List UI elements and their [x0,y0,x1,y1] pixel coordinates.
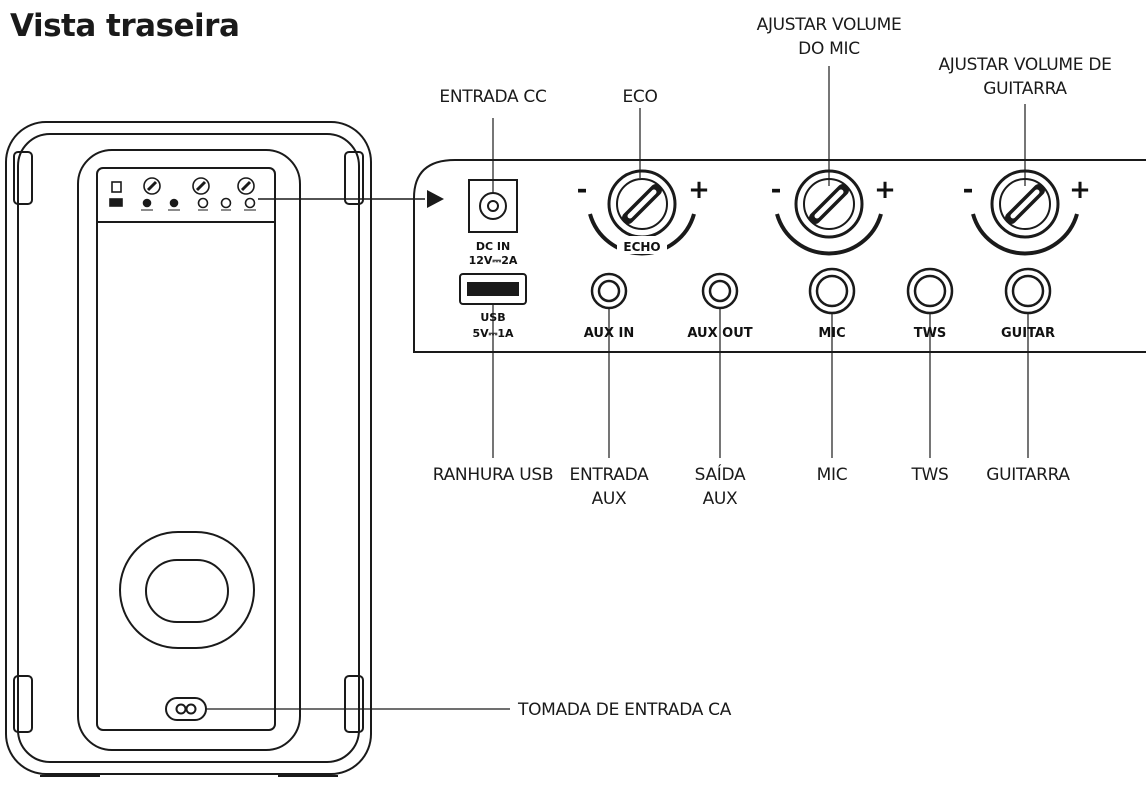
callout-guitar-volume-line2: GUITARRA [983,79,1067,99]
callout-echo: ECO [622,87,658,107]
mini-jack-icon [142,198,152,208]
callout-guitar: GUITARRA [986,465,1070,485]
speaker-side-foot [344,151,364,205]
callout-ac-socket: TOMADA DE ENTRADA CA [518,700,732,720]
mini-dc-jack-icon [111,181,122,193]
aux-out-jack-icon [701,272,739,310]
leader-lines [492,66,1029,458]
mini-jack-icon [220,197,232,209]
speaker-handle-grip [145,559,229,623]
echo-label-backdrop [617,236,667,254]
speaker-side-foot [344,675,364,733]
callout-tws: TWS [911,465,949,485]
callout-mic-volume-line1: AJUSTAR VOLUME [756,15,902,35]
mini-knob-icon [237,177,255,195]
speaker-rear-inner-panel [96,167,276,731]
callout-mic-volume-line2: DO MIC [798,39,860,59]
callout-guitar-volume-line1: AJUSTAR VOLUME DE [938,55,1112,75]
echo-plus-sign: + [688,175,710,205]
zoomed-control-panel [413,159,1146,353]
panel-dc-in-label: DC IN [476,240,510,253]
callout-usb-slot: RANHURA USB [432,465,554,485]
aux-in-jack-icon [590,272,628,310]
panel-echo-label: ECHO [623,240,660,254]
mini-jack-icon [169,198,179,208]
speaker-outer-shell [5,121,372,775]
usb-port-icon [459,273,527,305]
mini-knob-icon [143,177,161,195]
callout-aux-out-line1: SAÍDA [694,465,746,485]
speaker-handle [119,531,255,649]
callout-aux-out-line2: AUX [702,489,738,509]
echo-minus-sign: - [577,175,588,205]
guitar-volume-minus-sign: - [963,175,974,205]
mic-jack-icon [808,267,856,315]
guitar-volume-plus-sign: + [1069,175,1091,205]
page-title: Vista traseira [10,8,240,44]
panel-dc-in-rating: 12V⎓2A [469,254,518,267]
mini-control-strip [109,177,256,211]
callout-aux-in-line2: AUX [591,489,627,509]
speaker-side-foot [13,151,33,205]
mini-jack-icon [244,197,256,209]
arrow-icon [427,190,444,208]
mini-jack-icon [197,197,209,209]
speaker-rear-panel [77,149,301,751]
ac-socket-icon [165,697,207,721]
guitar-jack-icon [1004,267,1052,315]
tws-jack-icon [906,267,954,315]
callout-dc-in: ENTRADA CC [439,87,547,107]
mini-knob-icon [192,177,210,195]
callout-mic: MIC [816,465,848,485]
mic-volume-minus-sign: - [771,175,782,205]
speaker-side-foot [13,675,33,733]
speaker-inner-shell [17,133,360,763]
mini-usb-port-icon [109,198,123,207]
speaker-rear-body [5,121,372,777]
mic-volume-plus-sign: + [874,175,896,205]
callout-aux-in-line1: ENTRADA [569,465,649,485]
